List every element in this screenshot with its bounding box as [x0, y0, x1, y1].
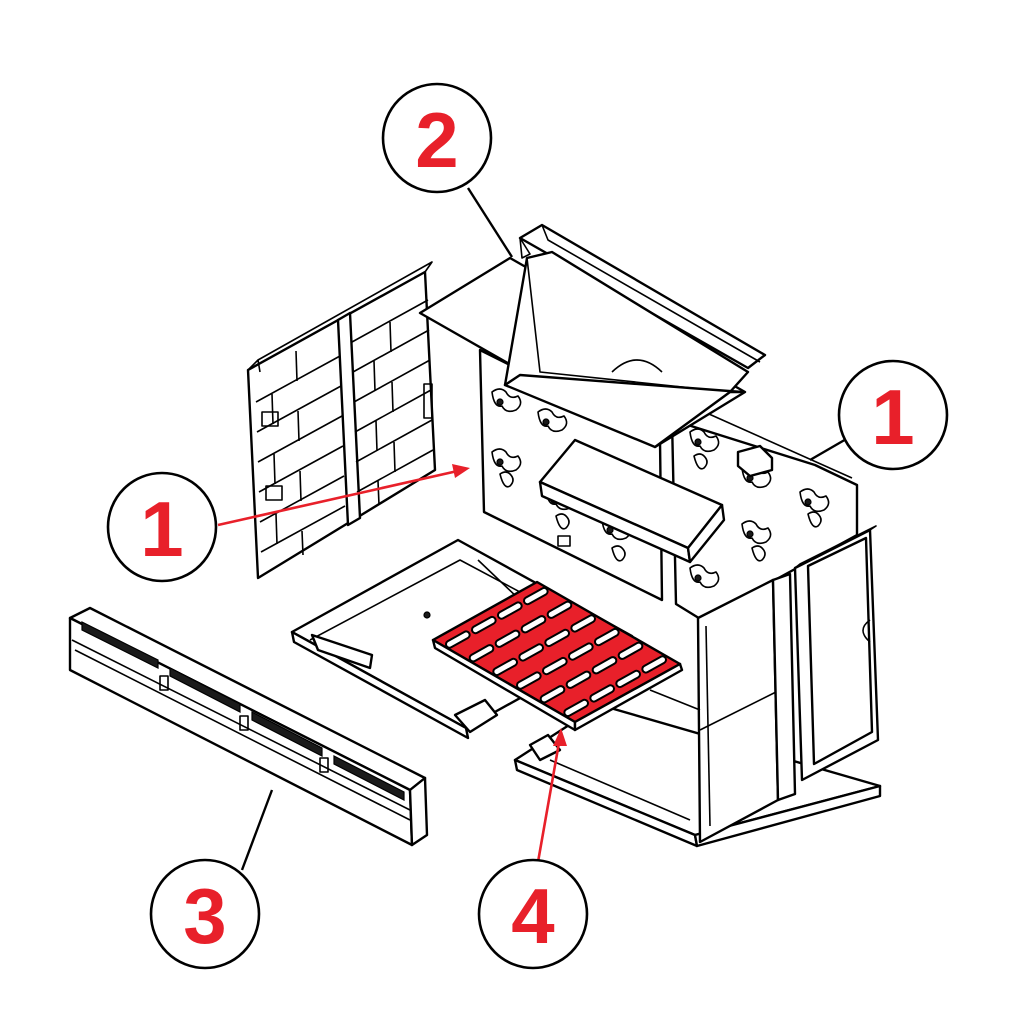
fire-grate: [431, 580, 684, 732]
callout-number: 1: [871, 373, 914, 461]
leader-arrow-4: [536, 736, 562, 863]
callout-number: 3: [183, 872, 226, 960]
inner-deflector: [538, 438, 726, 564]
grate-slot: [496, 631, 519, 646]
grate-slot: [565, 700, 587, 716]
arrowhead-1-left: [452, 464, 470, 478]
callout-3: 3: [149, 858, 261, 970]
grate-slot: [567, 672, 590, 687]
callout-number: 1: [140, 485, 183, 573]
grate-slot: [593, 658, 616, 673]
callout-number: 2: [415, 96, 458, 184]
grate-slot: [619, 643, 642, 658]
callout-circle: [837, 359, 949, 471]
grate-slot: [572, 616, 594, 631]
hearth-floor-right: [513, 703, 882, 848]
grate-slot: [643, 657, 665, 672]
grate-slot: [596, 629, 618, 645]
grate-slot: [447, 632, 469, 647]
grate-slot: [522, 617, 545, 632]
callout-circle: [149, 858, 261, 970]
callout-4: 4: [477, 858, 589, 970]
leader-lines: [217, 187, 849, 871]
callout-circle: [106, 471, 218, 583]
callout-2: 2: [381, 82, 493, 194]
grate-slot: [541, 687, 564, 702]
leader-line-2: [466, 187, 514, 258]
grate-slot: [494, 659, 516, 675]
grate-slot: [520, 645, 542, 660]
grate-slot: [473, 617, 495, 633]
callout-circle: [477, 858, 589, 970]
baffle-plate: [418, 223, 767, 449]
right-side-door-panel: [793, 525, 880, 782]
leader-line-3: [240, 789, 274, 871]
grate-slot: [548, 602, 571, 617]
grate-slot: [617, 671, 639, 687]
grate-slot: [591, 686, 613, 701]
grate-slot: [546, 630, 568, 646]
right-side-motif-panel: [670, 409, 859, 622]
grate-slot: [525, 588, 547, 604]
grate-slot: [570, 644, 592, 659]
arrowhead-4: [553, 728, 567, 746]
grate-slot: [518, 673, 540, 688]
callout-1-right: 1: [837, 359, 949, 471]
grate-slot: [544, 658, 566, 674]
grate-slot: [470, 646, 493, 661]
leader-line-1-right: [809, 436, 849, 462]
front-log-retainer: [68, 606, 429, 847]
grate-slot: [499, 603, 521, 618]
callout-circle: [381, 82, 493, 194]
callout-1-left: 1: [106, 471, 218, 583]
right-front-corner-panel: [649, 572, 797, 844]
left-side-brick-panel: [246, 261, 437, 580]
callout-number: 4: [511, 872, 554, 960]
leader-arrow-1-left: [217, 468, 463, 527]
